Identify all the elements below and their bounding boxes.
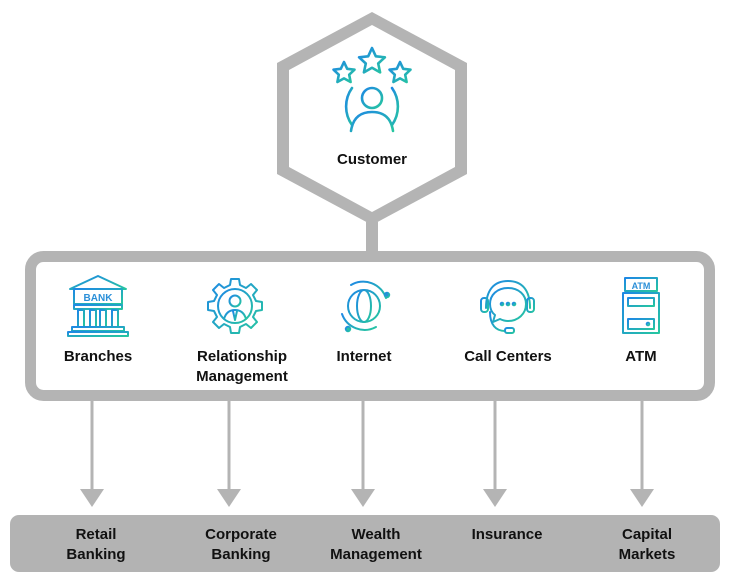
relationship-gear-icon [207, 278, 263, 334]
bank-icon: BANK [67, 275, 129, 337]
customer-label: Customer [337, 151, 407, 168]
business-line-insurance: Insurance [472, 526, 543, 543]
atm-icon: ATM [616, 277, 666, 336]
arrow-head-5 [630, 489, 654, 507]
arrow-head-2 [217, 489, 241, 507]
arrow-head-3 [351, 489, 375, 507]
channel-panel [25, 251, 715, 401]
channel-label-branches: Branches [64, 348, 132, 365]
svg-text:BANK: BANK [84, 293, 114, 304]
svg-text:ATM: ATM [632, 281, 651, 291]
globe-icon [341, 280, 391, 333]
hexagon-connector [366, 222, 378, 254]
arrow-head-4 [483, 489, 507, 507]
channel-label-atm: ATM [625, 348, 656, 365]
business-lines-bar [10, 515, 720, 572]
headset-chat-icon [480, 280, 535, 334]
customer-hexagon-inner [289, 25, 455, 212]
arrows [80, 400, 654, 507]
channel-label-internet: Internet [336, 348, 391, 365]
arrow-head-1 [80, 489, 104, 507]
customer-rating-icon [332, 46, 412, 134]
channel-label-call-centers: Call Centers [464, 348, 552, 365]
